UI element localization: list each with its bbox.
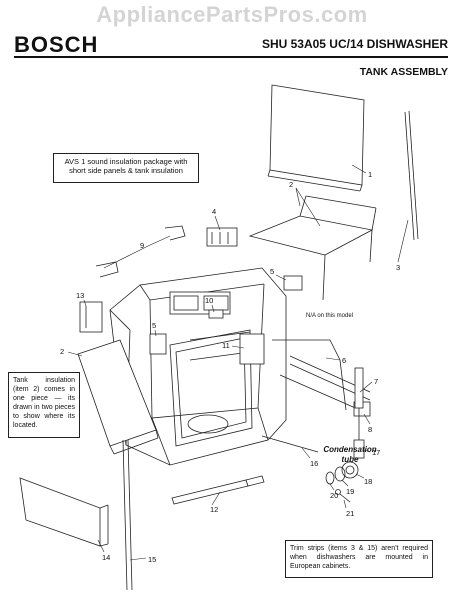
part-clip-5-upper — [283, 275, 303, 291]
callout-21: 21 — [346, 509, 354, 518]
callout-12: 12 — [210, 505, 218, 514]
part-bracket-13 — [79, 301, 103, 333]
note-avs-insulation: AVS 1 sound insulation package with shor… — [53, 153, 199, 183]
part-seal-19 — [334, 466, 346, 482]
callout-20: 20 — [330, 491, 338, 500]
part-strip-16 — [261, 435, 319, 453]
callout-6: 6 — [342, 356, 346, 365]
part-tank-body — [109, 267, 287, 466]
part-condensation-tube-17 — [353, 367, 365, 459]
part-kick-panel-14 — [19, 477, 109, 547]
part-clip-10 — [208, 309, 224, 319]
part-bracket-4 — [206, 227, 238, 247]
watermark: AppliancePartsPros.com — [96, 2, 368, 27]
part-top-insulation-panel — [267, 84, 365, 192]
callout-15: 15 — [148, 555, 156, 564]
callout-2-side: 2 — [60, 347, 64, 356]
callout-5-lower: 5 — [152, 321, 156, 330]
leader-lines — [67, 164, 409, 561]
header-rule — [14, 56, 448, 58]
callout-16: 16 — [310, 459, 318, 468]
callout-14: 14 — [102, 553, 110, 562]
callout-7: 7 — [374, 377, 378, 386]
callout-19: 19 — [346, 487, 354, 496]
callout-2: 2 — [289, 180, 293, 189]
callout-1: 1 — [368, 170, 372, 179]
callout-3: 3 — [396, 263, 400, 272]
part-nut-18 — [341, 461, 359, 479]
callout-10: 10 — [205, 296, 213, 305]
part-screw-21 — [335, 489, 351, 503]
callout-17: 17 — [372, 448, 380, 457]
label-na-model: N/A on this model — [306, 313, 354, 319]
part-trim-strip-right — [404, 110, 419, 241]
part-trim-strip-left — [122, 439, 133, 591]
part-clip-11 — [239, 333, 265, 365]
callout-18: 18 — [364, 477, 372, 486]
callout-13: 13 — [76, 291, 84, 300]
model-title: SHU 53A05 UC/14 DISHWASHER — [261, 37, 448, 51]
part-door-frame — [169, 329, 253, 447]
callout-11: 11 — [222, 341, 230, 350]
callout-8: 8 — [368, 425, 372, 434]
part-ring-20 — [325, 471, 335, 485]
section-title: TANK ASSEMBLY — [359, 66, 448, 78]
part-wire-6 — [272, 339, 347, 411]
part-base-strip-12 — [171, 475, 265, 505]
part-clip-5-lower — [149, 333, 167, 355]
callout-5: 5 — [270, 267, 274, 276]
callout-9: 9 — [140, 241, 144, 250]
part-tank-insulation-top — [248, 195, 377, 301]
callout-4: 4 — [212, 207, 216, 216]
note-trim-strips: Trim strips (items 3 & 15) aren't requir… — [285, 540, 433, 578]
brand-logo: BOSCH — [14, 32, 99, 57]
part-bracket-9 — [95, 225, 186, 278]
label-condensation-tube: Condensation tube — [323, 445, 377, 464]
note-tank-insulation: Tank insulation (item 2) comes in one pi… — [8, 372, 80, 438]
part-tank-insulation-side — [77, 339, 159, 455]
